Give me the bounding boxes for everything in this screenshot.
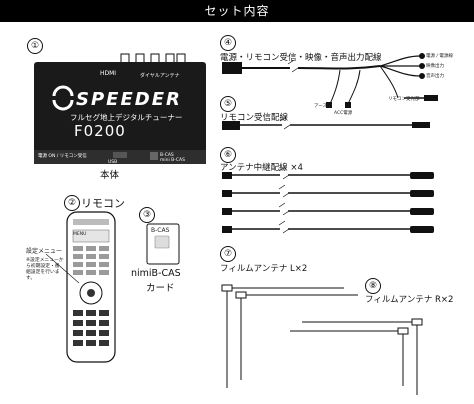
- bcas-card-label: B-CAS: [151, 227, 170, 234]
- harness-wire-label-4: アース(-): [314, 104, 333, 109]
- main-unit-back-label: HDMI: [100, 70, 117, 77]
- remote-menu-key-label: MENU: [73, 232, 87, 237]
- remote-receiver-wire-drawing: [222, 116, 430, 130]
- item-3-number: ③: [139, 207, 155, 223]
- main-unit-front-left-text: 電源 ON / リモコン受信: [38, 154, 87, 159]
- item-7-number: ⑦: [220, 246, 236, 262]
- film-antenna-right-drawing: [290, 318, 423, 395]
- speeder-logo-icon: [52, 85, 74, 111]
- harness-wire-label-1: 電源 / 電源線: [426, 54, 453, 59]
- harness-wire-label-6: リモコン受光部: [388, 97, 420, 102]
- item-8-caption: フィルムアンテナ R×2: [365, 295, 454, 305]
- item-1-number: ①: [27, 38, 43, 54]
- item-6-caption: アンテナ中継配線 ×4: [220, 163, 303, 173]
- power-harness-drawing: [222, 55, 424, 105]
- main-unit-brand: SPEEDER: [76, 89, 182, 110]
- item-6-number: ⑥: [220, 147, 236, 163]
- item-5-caption: リモコン受信配線: [220, 113, 289, 123]
- harness-wire-label-3: 音声出力: [426, 74, 444, 79]
- main-unit-body: [34, 62, 206, 162]
- remote-setting-note: ※設定メニューから初期設定・番組設定を行います。: [26, 258, 64, 281]
- page-header: セット内容: [0, 0, 474, 22]
- main-unit-connector-labels: ダイヤルアンテナ: [140, 73, 180, 79]
- main-unit-front-card-text: mini B-CAS: [160, 158, 185, 163]
- remote-setting-menu-label: 設定メニュー: [26, 248, 63, 255]
- power-harness-plugs: [326, 53, 438, 108]
- item-7-caption: フィルムアンテナ L×2: [220, 264, 308, 274]
- item-4-number: ④: [220, 35, 236, 51]
- item-2-number: ②: [64, 195, 80, 211]
- item-8-number: ⑧: [365, 278, 381, 294]
- harness-wire-label-2: 映像出力: [426, 64, 444, 69]
- film-antenna-left-drawing: [221, 284, 358, 388]
- main-unit-connectors: [120, 53, 186, 65]
- main-unit-model: F0200: [74, 122, 126, 140]
- main-unit-subtitle: フルセグ地上デジタルチューナー: [70, 113, 183, 122]
- item-5-number: ⑤: [220, 96, 236, 112]
- main-unit-front-right-text: B-CAS: [160, 153, 174, 158]
- item-2-caption: リモコン: [81, 197, 125, 210]
- antenna-relay-wires-drawing: [222, 166, 434, 234]
- item-4-caption: 電源・リモコン受信・映像・音声出力配線: [220, 53, 382, 63]
- item-3-caption-line2: カード: [146, 283, 175, 294]
- main-unit-front-mid-text: USB: [108, 160, 118, 165]
- remote-control-drawing: [45, 211, 116, 363]
- item-1-caption: 本体: [100, 170, 120, 181]
- item-3-caption-line1: nimiB-CAS: [131, 268, 181, 279]
- harness-wire-label-5: ACC電源: [334, 111, 353, 116]
